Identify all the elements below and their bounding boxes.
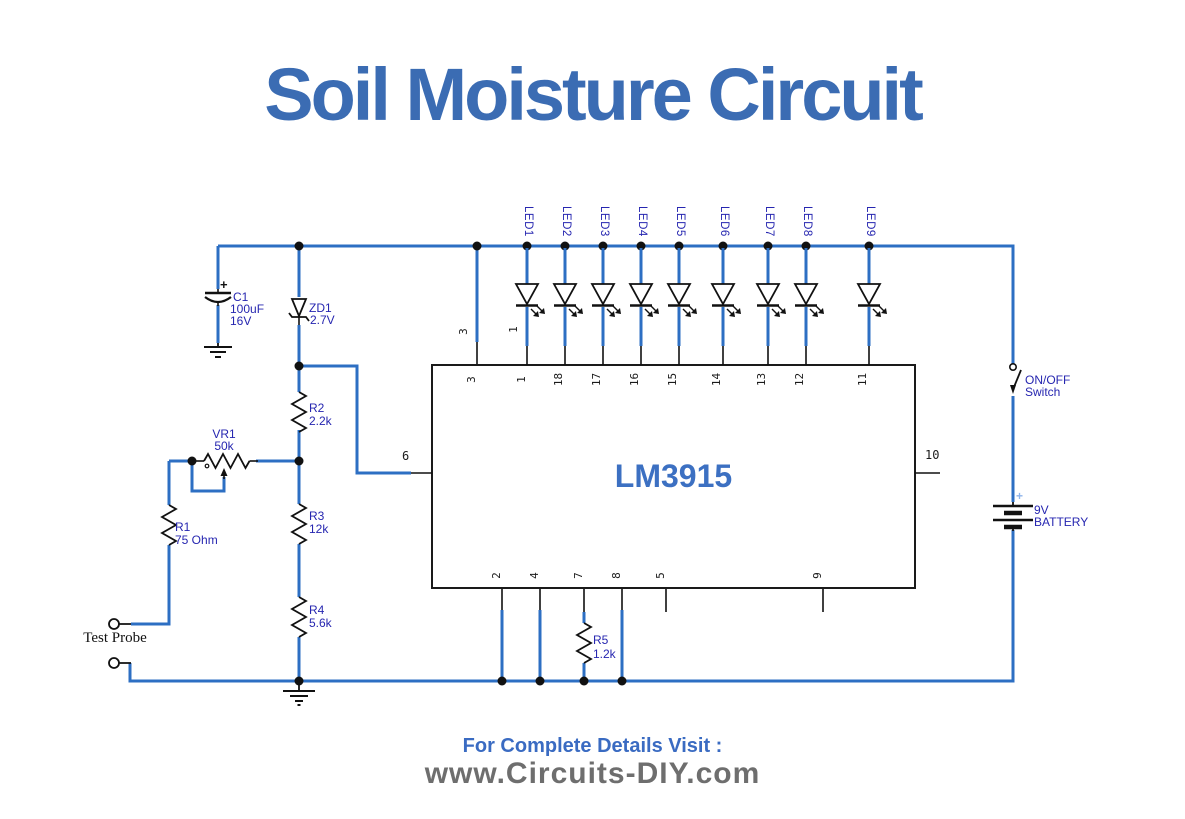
footer-website-text: www.Circuits-DIY.com <box>424 757 761 790</box>
ic-body <box>411 364 940 589</box>
wire-top-rail <box>218 244 1015 364</box>
r5-ref: R5 <box>593 633 609 647</box>
c1-value: 100uF <box>230 302 265 316</box>
test-probe-label: Test Probe <box>83 630 147 646</box>
switch-label-line2: Switch <box>1025 385 1061 399</box>
ic-pin-7: 7 <box>571 571 585 579</box>
r2-value: 2.2k <box>309 414 332 428</box>
ic-pin-2: 2 <box>489 571 503 579</box>
vr1-ref: VR1 <box>212 427 236 441</box>
ic-pin-4: 4 <box>527 571 541 579</box>
potentiometer-vr1-symbol <box>194 452 258 479</box>
resistor-r2-symbol <box>291 391 307 433</box>
resistor-r1-symbol <box>161 504 177 546</box>
ic-pin-5: 5 <box>653 571 667 579</box>
led8-label: LED8 <box>801 206 813 237</box>
led8-symbol <box>793 240 826 367</box>
r1-ref: R1 <box>175 520 191 534</box>
ic-pin-11: 11 <box>856 372 870 386</box>
wire-vr1-row <box>169 459 299 493</box>
led5-label: LED5 <box>674 206 686 237</box>
led9-symbol <box>856 240 889 367</box>
wire-bottom-rail <box>128 530 1015 683</box>
led6-label: LED6 <box>718 206 730 237</box>
ic-pin-14: 14 <box>710 372 724 386</box>
ground-c1-symbol <box>204 343 232 358</box>
led1-symbol <box>514 240 547 367</box>
led2-label: LED2 <box>560 206 572 237</box>
ground-main-symbol <box>283 683 315 706</box>
ic-pin-8: 8 <box>609 571 623 579</box>
ic-pin-13: 13 <box>755 372 769 386</box>
r3-ref: R3 <box>309 509 325 523</box>
ic-pin-1: 1 <box>514 375 528 383</box>
c1-ref: C1 <box>233 290 249 304</box>
zener-zd1-symbol <box>288 298 310 325</box>
capacitor-c1-symbol <box>204 289 232 306</box>
c1-rating: 16V <box>230 314 252 328</box>
wire-bottom-pins <box>500 589 824 681</box>
wire-r1-column <box>131 461 171 626</box>
led6-symbol <box>710 240 743 367</box>
junction-dots <box>187 241 627 686</box>
battery-symbol <box>993 502 1033 531</box>
footer-visit-text: For Complete Details Visit : <box>462 735 723 757</box>
wire-label-3: 3 <box>456 327 470 335</box>
led2-symbol <box>552 240 585 367</box>
resistor-r4-symbol <box>291 596 307 638</box>
led7-symbol <box>755 240 788 367</box>
resistor-r3-symbol <box>291 503 307 545</box>
test-probe-terminals <box>108 618 131 669</box>
r1-value: 75 Ohm <box>175 533 218 547</box>
ic-label: LM3915 <box>614 458 733 494</box>
led4-symbol <box>628 240 661 367</box>
led1-label: LED1 <box>522 206 534 237</box>
battery-label-line1: 9V <box>1034 503 1049 517</box>
resistor-r5-symbol <box>576 622 592 664</box>
led5-symbol <box>666 240 699 367</box>
led3-symbol <box>590 240 623 367</box>
r5-value: 1.2k <box>593 647 616 661</box>
led9-label: LED9 <box>864 206 876 237</box>
zd1-ref: ZD1 <box>309 301 332 315</box>
ic-pin-10: 10 <box>925 448 940 462</box>
wire-label-1: 1 <box>506 325 520 333</box>
ic-pin-6: 6 <box>402 449 410 463</box>
ic-pin-3: 3 <box>464 375 478 383</box>
page-title: Soil Moisture Circuit <box>264 53 924 136</box>
ic-pin-18: 18 <box>552 372 566 386</box>
vr1-value: 50k <box>214 439 234 453</box>
c1-plus-sign: + <box>220 277 228 292</box>
ic-pin-17: 17 <box>590 372 604 386</box>
ic-pin-16: 16 <box>628 372 642 386</box>
ic-pin-9: 9 <box>810 571 824 579</box>
r3-value: 12k <box>309 522 329 536</box>
led3-label: LED3 <box>598 206 610 237</box>
battery-label-line2: BATTERY <box>1034 515 1089 529</box>
r4-value: 5.6k <box>309 616 332 630</box>
ic-pin-12: 12 <box>793 372 807 386</box>
switch-symbol <box>1008 362 1022 394</box>
ic-pin-15: 15 <box>666 372 680 386</box>
r4-ref: R4 <box>309 603 325 617</box>
switch-label-line1: ON/OFF <box>1025 373 1071 387</box>
led4-label: LED4 <box>636 206 648 237</box>
r2-ref: R2 <box>309 401 325 415</box>
zd1-value: 2.7V <box>310 313 335 327</box>
battery-plus-sign: + <box>1016 489 1024 503</box>
led7-label: LED7 <box>763 206 775 237</box>
wire-pin6-branch <box>299 364 411 475</box>
